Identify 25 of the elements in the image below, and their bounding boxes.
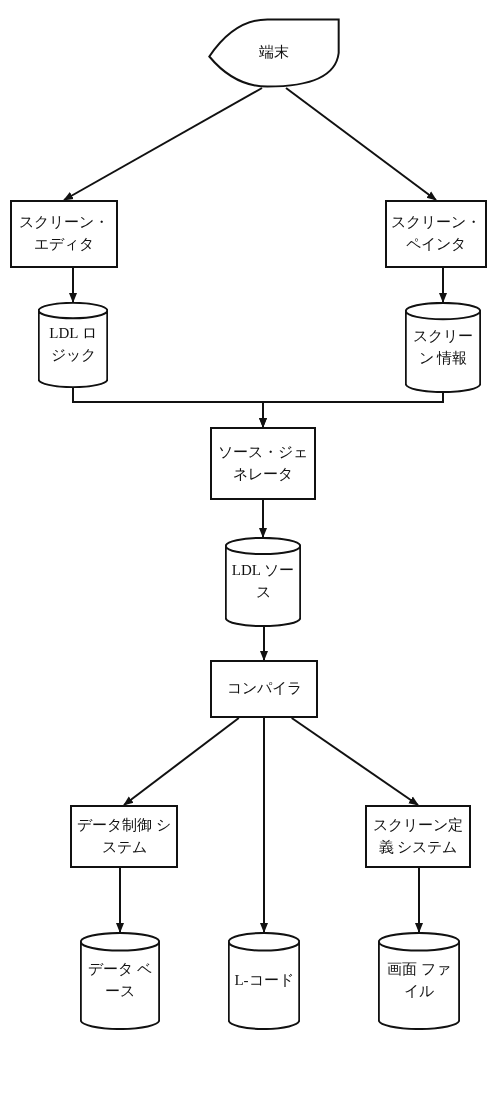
- arrow: [260, 717, 268, 933]
- process-box: スクリーン定義 システム: [365, 805, 471, 868]
- process-box: ソース・ジェネレータ: [210, 427, 316, 500]
- arrow: [123, 717, 240, 806]
- arrow: [285, 87, 437, 201]
- arrow: [260, 626, 268, 661]
- process-box: コンパイラ: [210, 660, 318, 718]
- storage-cylinder: LDL ロジック: [38, 302, 108, 388]
- process-box: スクリーン・エディタ: [10, 200, 118, 268]
- arrow: [63, 87, 263, 201]
- storage-cylinder: スクリーン 情報: [405, 302, 481, 393]
- storage-cylinder: データ ベース: [80, 932, 160, 1030]
- storage-cylinder: L-コード: [228, 932, 300, 1030]
- arrow: [290, 717, 419, 806]
- arrow: [439, 267, 447, 303]
- storage-cylinder: LDL ソース: [225, 537, 301, 627]
- arrow: [69, 267, 77, 303]
- storage-cylinder: 画面 ファイル: [378, 932, 460, 1030]
- arrow: [415, 867, 423, 933]
- arrow: [116, 867, 124, 933]
- process-box: データ制御 システム: [70, 805, 178, 868]
- arrow: [259, 499, 267, 538]
- arrow: [259, 392, 444, 428]
- terminal-shape: 端末: [208, 18, 340, 88]
- process-box: スクリーン・ペインタ: [385, 200, 487, 268]
